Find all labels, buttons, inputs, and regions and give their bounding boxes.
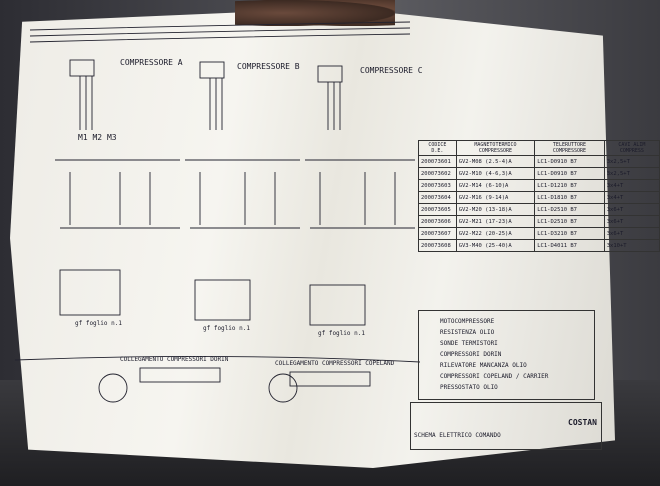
table-cell: LC1-D1210 B7 (534, 179, 605, 192)
table-cell: 200073603 (418, 179, 457, 192)
table-cell: 200073607 (418, 227, 457, 240)
table-cell: 3x10+T (603, 239, 660, 252)
table-cell: 3x2,5+T (603, 155, 660, 168)
col-cavi: CAVI ALIM COMPRESS (603, 140, 660, 156)
table-cell: 200073608 (418, 239, 457, 252)
col-magnetotermico: MAGNETOTERMICO COMPRESSORE (455, 140, 536, 156)
legend-line: COMPRESSORI COPELAND / CARRIER (440, 373, 549, 380)
collegamento-dorin: COLLEGAMENTO COMPRESSORI DORIN (120, 356, 229, 363)
table-cell: GV2-M14 (6-10)A (455, 179, 536, 192)
codes-table-header: CODICE D.E. MAGNETOTERMICO COMPRESSORE T… (418, 140, 660, 156)
motor-m2: M2 (92, 133, 103, 142)
table-cell: GV2-M08 (2.5-4)A (455, 155, 536, 168)
legend-line: COMPRESSORI DORIN (440, 351, 502, 358)
legend-line: PRESSOSTATO OLIO (440, 384, 498, 391)
legend-line: SONDE TERMISTORI (440, 340, 498, 347)
foglio-label-b: gf foglio n.1 (203, 325, 250, 332)
table-cell: GV2-M21 (17-23)A (455, 215, 536, 228)
table-cell: GV2-M22 (20-25)A (455, 227, 536, 240)
table-cell: GV3-M40 (25-40)A (455, 239, 536, 252)
table-cell: 200073604 (418, 191, 457, 204)
table-cell: 200073606 (418, 215, 457, 228)
brand-logo: COSTAN (568, 418, 597, 427)
table-cell: LC1-D3210 B7 (534, 227, 605, 240)
table-cell: GV2-M20 (13-18)A (455, 203, 536, 216)
table-cell: LC1-D4011 B7 (534, 239, 605, 252)
table-cell: LC1-D2510 B7 (534, 215, 605, 228)
table-cell: 3x6+T (603, 215, 660, 228)
table-cell: LC1-D1810 B7 (534, 191, 605, 204)
table-cell: GV2-M16 (9-14)A (455, 191, 536, 204)
motor-labels: M1 M2 M3 (78, 133, 117, 142)
legend-line: MOTOCOMPRESSORE (440, 318, 495, 325)
motor-m3: M3 (106, 133, 117, 142)
table-cell: 3x6+T (603, 227, 660, 240)
holding-fingers (235, 0, 395, 26)
table-cell: 200073601 (418, 155, 457, 168)
title-description: SCHEMA ELETTRICO COMANDO (414, 432, 501, 439)
table-cell: 3x6+T (603, 203, 660, 216)
compressor-a-label: COMPRESSORE A (120, 58, 183, 67)
foglio-label-a: gf foglio n.1 (75, 320, 122, 327)
table-cell: GV2-M10 (4-6,3)A (455, 167, 536, 180)
table-cell: 3x2,5+T (603, 167, 660, 180)
codes-table: CODICE D.E. MAGNETOTERMICO COMPRESSORE T… (418, 140, 660, 252)
table-cell: LC1-D2510 B7 (534, 203, 605, 216)
legend-line: RESISTENZA OLIO (440, 329, 495, 336)
compressor-b-label: COMPRESSORE B (237, 62, 300, 71)
legend-box (418, 310, 595, 400)
table-cell: 200073605 (418, 203, 457, 216)
foglio-label-c: gf foglio n.1 (318, 330, 365, 337)
compressor-c-label: COMPRESSORE C (360, 66, 423, 75)
table-cell: 200073602 (418, 167, 457, 180)
table-cell: LC1-D0910 B7 (534, 155, 605, 168)
collegamento-copeland: COLLEGAMENTO COMPRESSORI COPELAND (275, 360, 395, 367)
legend-list: MOTOCOMPRESSORE RESISTENZA OLIO SONDE TERM… (440, 316, 548, 393)
title-block (410, 402, 602, 450)
table-cell: 3x4+T (603, 179, 660, 192)
col-codice: CODICE D.E. (418, 140, 457, 156)
table-cell: 3x4+T (603, 191, 660, 204)
col-teleruttore: TELERUTTORE COMPRESSORE (534, 140, 605, 156)
motor-m1: M1 (78, 133, 88, 142)
legend-line: RILEVATORE MANCANZA OLIO (440, 362, 527, 369)
table-cell: LC1-D0910 B7 (534, 167, 605, 180)
